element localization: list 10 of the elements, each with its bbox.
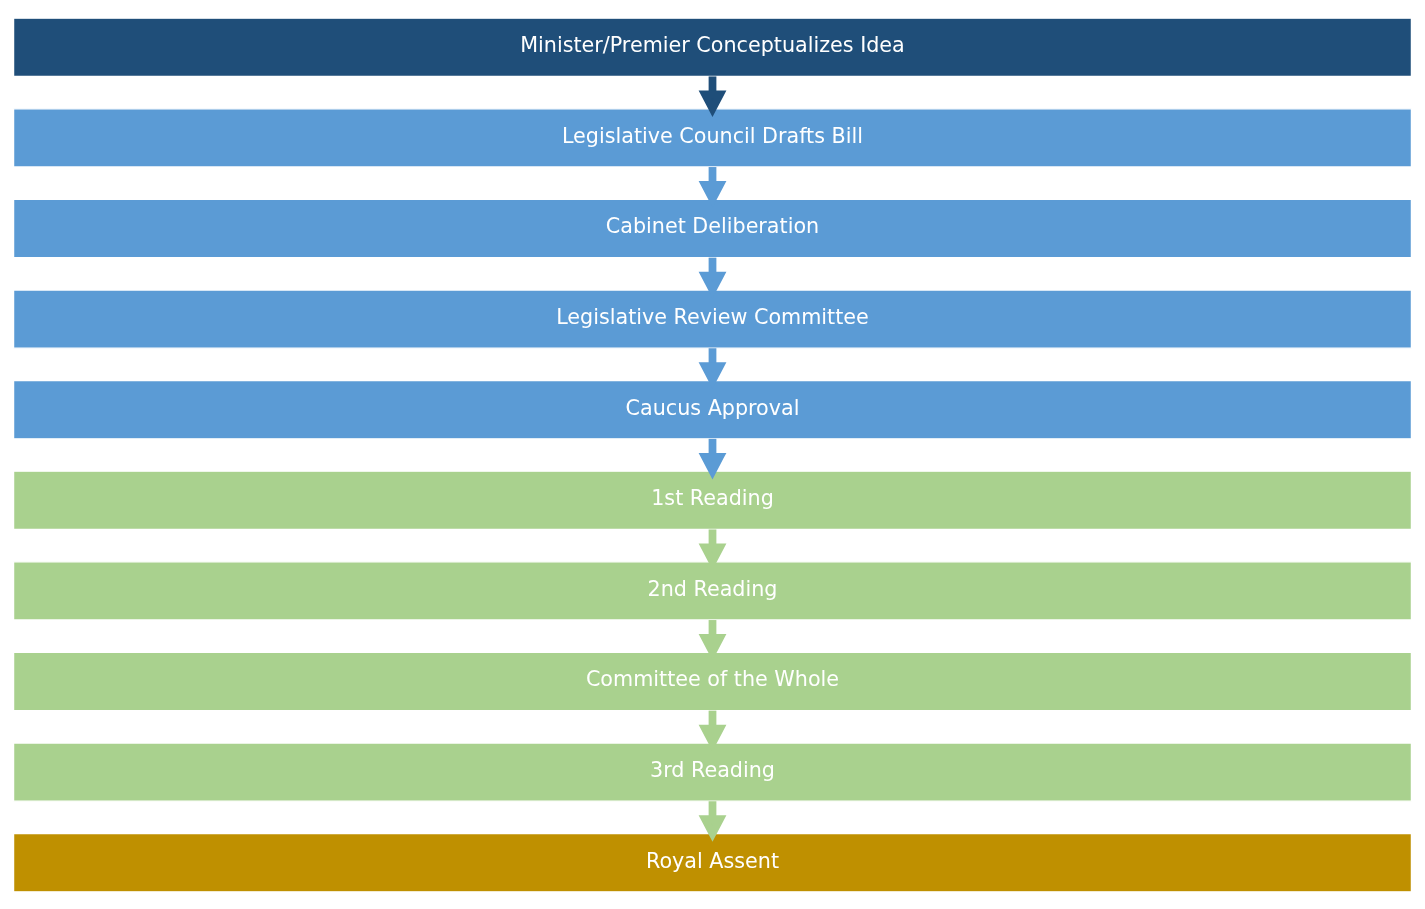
node-box: Legislative Review Committee — [12, 288, 1413, 349]
node-box: Royal Assent — [12, 832, 1413, 892]
node-box: 2nd Reading — [12, 560, 1413, 621]
node-box: 3rd Reading — [12, 741, 1413, 802]
node-box: Committee of the Whole — [12, 651, 1413, 711]
node-box: Legislative Council Drafts Bill — [12, 107, 1413, 168]
node-box: Caucus Approval — [12, 379, 1413, 439]
node-box: Minister/Premier Conceptualizes Idea — [12, 17, 1413, 77]
node-box: 1st Reading — [12, 470, 1413, 530]
node-box: Cabinet Deliberation — [12, 198, 1413, 258]
